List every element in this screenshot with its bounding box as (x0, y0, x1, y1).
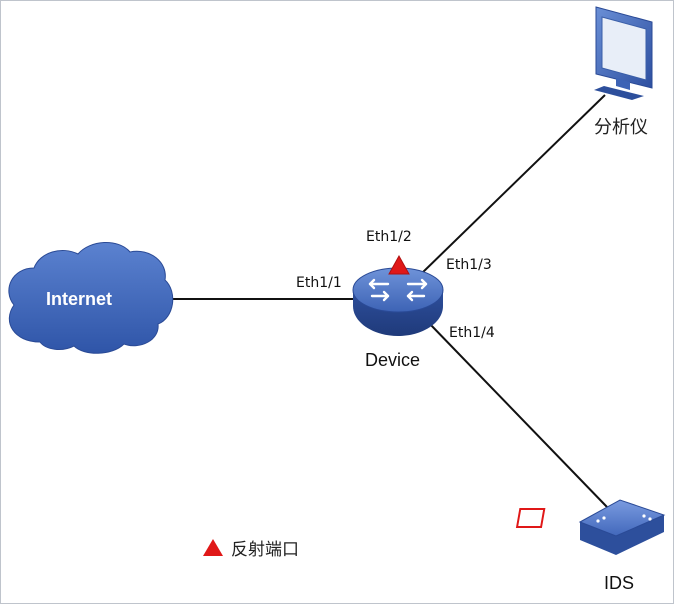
port-label-eth1-3: Eth1/3 (446, 257, 492, 273)
port-label-eth1-4: Eth1/4 (449, 325, 495, 341)
reflect-port-marker-icon (388, 254, 410, 275)
link-device-ids (427, 321, 608, 508)
device-label: Device (365, 350, 421, 370)
device-switch-icon (352, 267, 444, 336)
red-triangle-icon (203, 539, 223, 556)
legend: 反射端口 (203, 535, 299, 560)
legend-label: 反射端口 (231, 540, 299, 560)
ids-label: IDS (604, 573, 635, 593)
ids-device-icon (515, 499, 666, 555)
analyzer-monitor-icon (594, 6, 653, 100)
internet-cloud-icon (8, 241, 174, 354)
internet-label: Internet (46, 289, 113, 309)
analyzer-label: 分析仪 (594, 117, 648, 138)
port-label-eth1-1: Eth1/1 (296, 275, 342, 291)
port-label-eth1-2: Eth1/2 (366, 229, 412, 245)
link-device-analyzer (419, 94, 606, 276)
